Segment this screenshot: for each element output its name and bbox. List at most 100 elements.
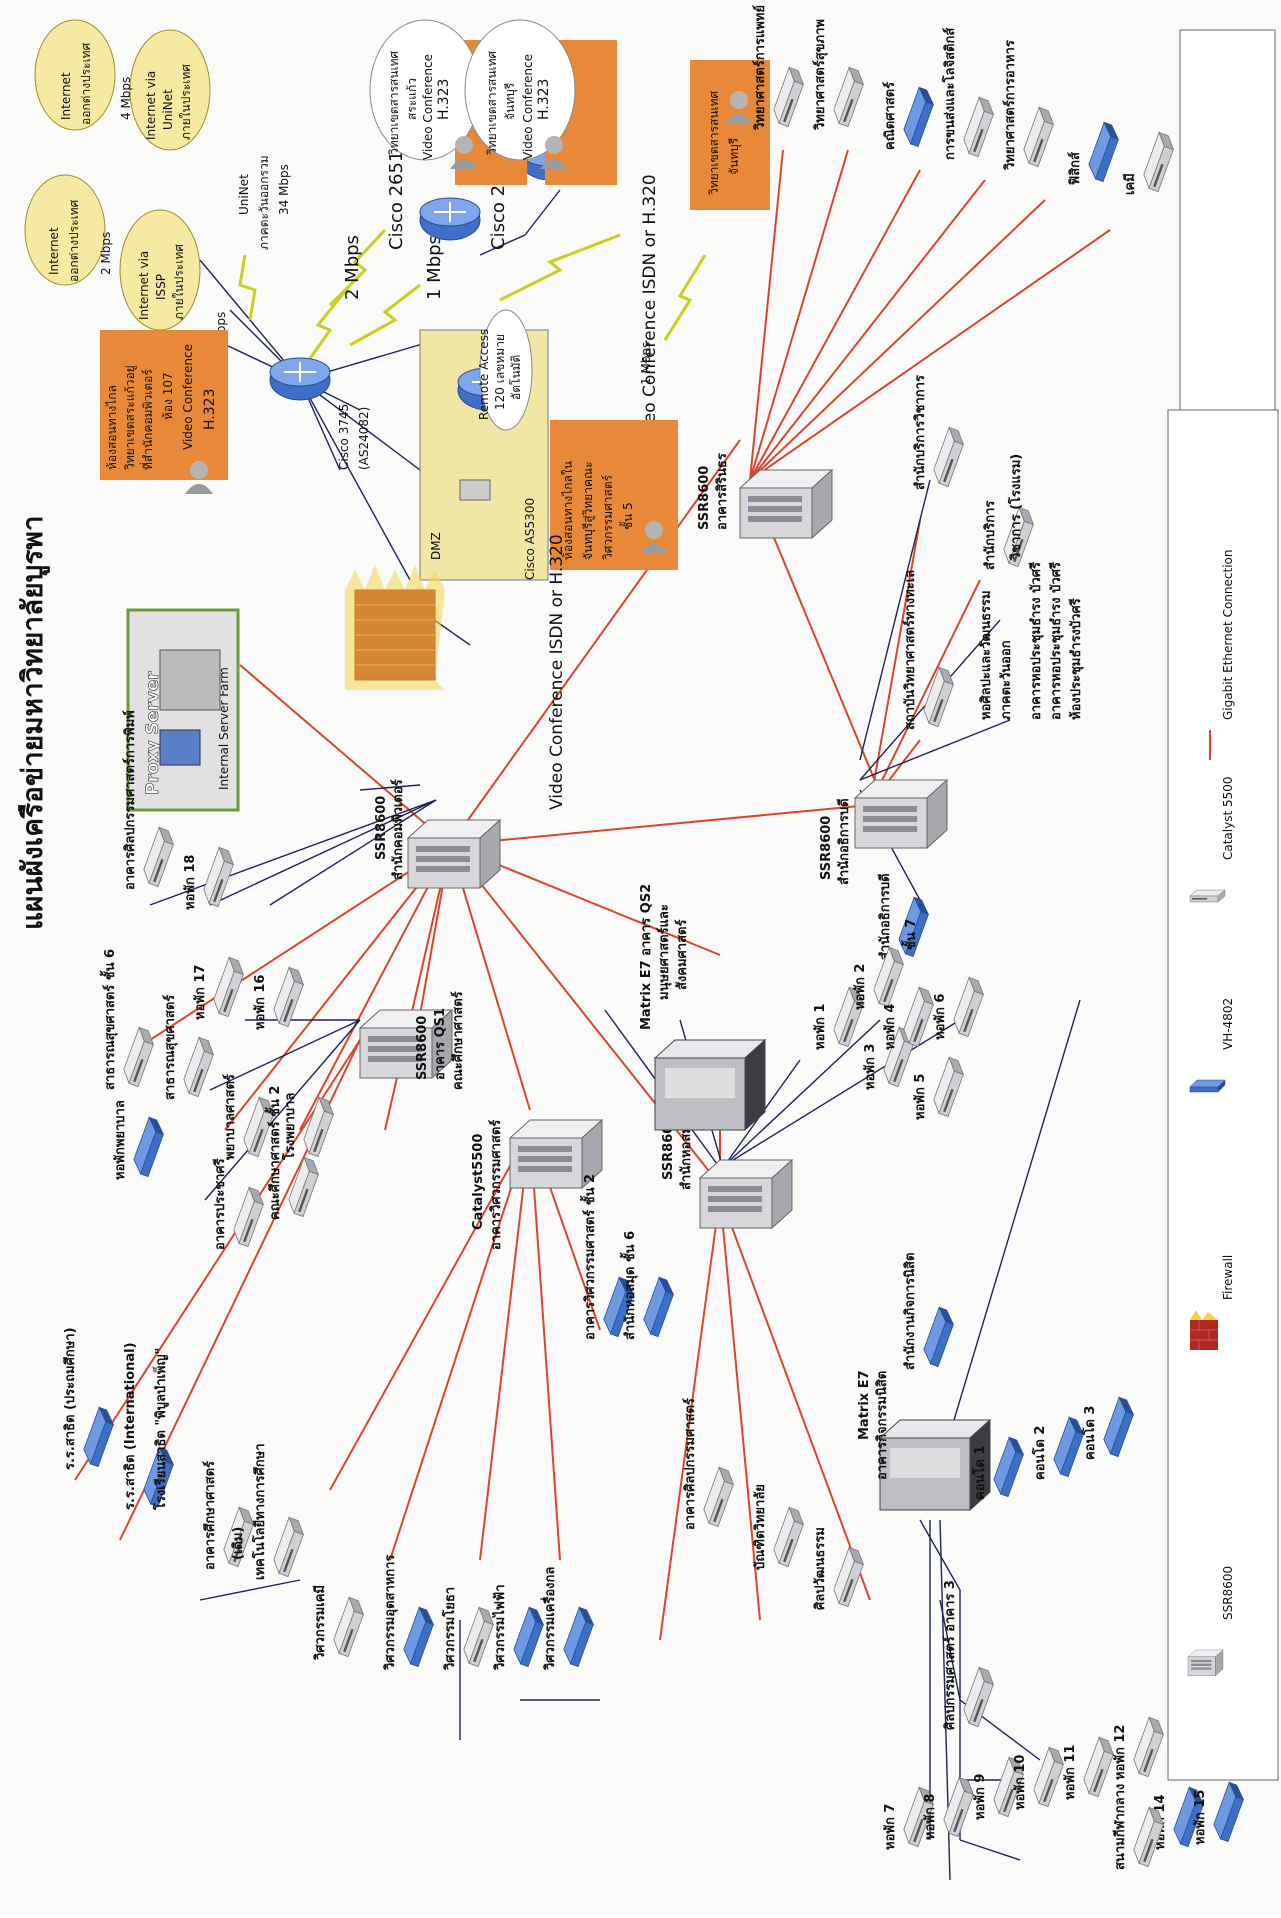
device-label-act_office: สำนักงานกิจการนิสิต — [902, 1253, 918, 1370]
extra-label-service3: วิชาการ (โรงแรม) — [1007, 454, 1024, 561]
svg-text:จันทบุรี: จันทบุรี — [503, 82, 518, 120]
svg-text:Internet via: Internet via — [144, 71, 158, 140]
device-label-grad: บัณฑิตวิทยาลัย — [753, 1484, 768, 1570]
svg-text:4 Mbps: 4 Mbps — [119, 77, 133, 120]
device-label-d16: หอพัก 16 — [253, 975, 268, 1030]
svg-text:Internet: Internet — [59, 72, 73, 120]
ssr8600-qs1: SSR8600 อาคาร QS1 คณะศึกษาศาสตร์ — [359, 991, 466, 1090]
device-d12: หอพัก 12 — [1113, 1716, 1168, 1780]
device-grad: บัณฑิตวิทยาลัย — [753, 1484, 808, 1570]
proxy-server-farm: Proxy Server Internal Server Farm — [126, 608, 240, 812]
device-label-d10: หอพัก 10 — [1013, 1755, 1028, 1810]
device-d3: หอพัก 3 — [863, 1026, 918, 1090]
cloud-internet-uninet: Internet via UniNet ภายในประเทศ — [129, 29, 211, 151]
device-eng5: วิศวกรรมเครื่องกล — [540, 1567, 598, 1671]
diagram-title: แผนผังเครือข่ายมหาวิทยาลัยบูรพา — [16, 515, 50, 930]
device-dn1: คอนโด 1 — [971, 1436, 1028, 1500]
svg-text:คณะศึกษาศาสตร์: คณะศึกษาศาสตร์ — [450, 991, 466, 1090]
device-d4: หอพัก 4 — [883, 986, 938, 1050]
device-label-fisheries: คณิตศาสตร์ — [882, 82, 898, 150]
svg-text:วิทยาเขตสารสนเทศ: วิทยาเขตสารสนเทศ — [387, 50, 401, 155]
svg-text:สังคมศาสตร์: สังคมศาสตร์ — [674, 920, 690, 990]
legend-firewall: Firewall — [1221, 1255, 1235, 1300]
device-pharm: หอพักพยาบาล — [113, 1100, 168, 1180]
device-hosp: โรงพยาบาล — [281, 1093, 338, 1161]
svg-text:Matrix E7 อาคาร QS2: Matrix E7 อาคาร QS2 — [639, 884, 654, 1030]
svg-text:2 Mbps: 2 Mbps — [99, 232, 113, 275]
device-label-hosp: โรงพยาบาล — [281, 1093, 298, 1161]
ssr8600-president-office: SSR8600 สำนักอธิการบดี — [819, 779, 948, 885]
device-label-sci: วิทยาศาสตร์สุขภาพ — [812, 19, 828, 131]
extra-label-art2: หอศิลปะและวัฒนธรรม — [979, 590, 994, 720]
device-label-d3: หอพัก 3 — [863, 1044, 878, 1090]
svg-text:(AS24082): (AS24082) — [357, 407, 371, 470]
device-label-art1: สถาบันวิทยาศาสตร์ทางทะเล — [902, 570, 918, 730]
device-sci: วิทยาศาสตร์สุขภาพ — [812, 19, 868, 131]
svg-text:H.323: H.323 — [536, 79, 552, 120]
device-label-phys: ฟิสิกส์ — [1067, 152, 1083, 185]
device-label-pub6: สาธารณสุขศาสตร์ ชั้น 6 — [99, 949, 118, 1090]
device-label-d5: หอพัก 5 — [913, 1074, 928, 1120]
vc-chanthaburi-box: วิทยาเขตสารสนเทศ จันทบุรี Video Conferen… — [464, 19, 617, 185]
device-d10: หอพัก 10 — [1013, 1746, 1068, 1810]
device-d16: หอพัก 16 — [253, 966, 308, 1030]
device-arts3: ศิลปกรรมศาสตร์ อาคาร 3 — [942, 1580, 998, 1730]
device-label-dn2: คอนโด 2 — [1031, 1426, 1048, 1480]
device-label-pharm: หอพักพยาบาล — [113, 1100, 128, 1180]
cloud-internet-issp: Internet via ISSP ภายในประเทศ — [119, 209, 201, 331]
device-d5: หอพัก 5 — [913, 1056, 968, 1120]
svg-text:ภาคตะวันออกรวม: ภาคตะวันออกรวม — [257, 155, 271, 250]
svg-text:Cisco AS5300: Cisco AS5300 — [523, 498, 537, 580]
device-d1: หอพัก 1 — [813, 986, 868, 1050]
device-pub: สาธารณสุขศาสตร์ — [162, 995, 218, 1100]
catalyst5500-engineering: Catalyst5500 อาคารวิศวกรรมศาสตร์ — [471, 1119, 603, 1250]
device-label-nurse: พยาบาลศาสตร์ — [222, 1074, 238, 1160]
device-arts: อาคารศิลปกรรมศาสตร์ — [682, 1398, 738, 1530]
svg-text:ห้องสอนทางไกลใน: ห้องสอนทางไกลใน — [561, 461, 575, 560]
svg-text:UniNet: UniNet — [237, 174, 251, 215]
device-d9: หอพัก 9 — [973, 1756, 1028, 1820]
svg-text:ห้อง 107: ห้อง 107 — [161, 372, 175, 420]
device-label-d4: หอพัก 4 — [883, 1004, 898, 1050]
device-label-d6: หอพัก 6 — [933, 994, 948, 1040]
device-label-sport: ศิลปวัฒนธรรม — [813, 1527, 828, 1610]
device-label-stadium: สนามกีฬากลาง — [1112, 1784, 1128, 1870]
device-label-d1: หอพัก 1 — [813, 1004, 828, 1050]
svg-text:Cisco 3745: Cisco 3745 — [337, 404, 351, 470]
device-print: อาคารศิลปกรรมศาสตร์การพิมพ์ — [122, 710, 178, 890]
svg-text:Matrix E7: Matrix E7 — [857, 1370, 872, 1440]
device-kan7: สำนักอธิการบดี — [877, 873, 933, 960]
ssr8600-computer-center: SSR8600 สำนักคอมพิวเตอร์ — [374, 779, 501, 889]
svg-text:สำนักหอสมุด: สำนักหอสมุด — [678, 1117, 694, 1190]
device-label-dn3: คอนโด 3 — [1081, 1406, 1098, 1460]
legend: SSR8600 Firewall VH-4802 Catalyst 5500 G… — [1167, 29, 1279, 1781]
svg-text:H.323: H.323 — [202, 389, 218, 430]
svg-text:Video Conference: Video Conference — [521, 54, 535, 160]
device-edu2: คณะศึกษาศาสตร์ ชั้น 2 — [264, 1086, 323, 1220]
svg-text:Remote Access: Remote Access — [477, 329, 491, 420]
device-d17: หอพัก 17 — [193, 956, 248, 1020]
device-label-rs2: ร.ร.สาธิต (International) — [123, 1342, 138, 1510]
extra-label-conf3: ห้องประชุมธำรงบัวศรี — [1068, 598, 1084, 720]
svg-text:ห้องสอนทางไกล: ห้องสอนทางไกล — [105, 385, 119, 470]
device-label-d15: หอพัก 15 — [1193, 1790, 1208, 1845]
device-tech: เทคโนโลยีทางการศึกษา — [251, 1443, 308, 1580]
device-act_office: สำนักงานกิจการนิสิต — [902, 1253, 958, 1370]
device-lib6: สำนักหอสมุด ชั้น 6 — [619, 1231, 678, 1340]
vc-isdn-top-label: Video Conference ISDN or H.320 — [640, 174, 660, 450]
svg-text:ออกต่างประเทศ: ออกต่างประเทศ — [79, 42, 93, 125]
device-label-eng5: วิศวกรรมเครื่องกล — [540, 1567, 558, 1671]
svg-text:Video Conference: Video Conference — [421, 54, 435, 160]
device-elec: การขนส่งและโลจิสติกส์ — [941, 28, 998, 160]
firewall-icon — [345, 565, 445, 690]
device-rs2: ร.ร.สาธิต (International) — [123, 1342, 178, 1510]
svg-text:DMZ: DMZ — [429, 532, 443, 560]
svg-text:สำนักคอมพิวเตอร์: สำนักคอมพิวเตอร์ — [390, 779, 406, 880]
svg-text:1 Mbps: 1 Mbps — [424, 235, 445, 300]
svg-text:SSR8600: SSR8600 — [374, 796, 389, 860]
svg-text:SSR8600: SSR8600 — [819, 816, 834, 880]
internet-clouds: Internet ออกต่างประเทศ Internet via UniN… — [24, 19, 211, 331]
extra-label-conf1: อาคารหอประชุมธำรง บัวศรี — [1028, 562, 1044, 720]
device-label-arts: อาคารศิลปกรรมศาสตร์ — [682, 1398, 698, 1530]
